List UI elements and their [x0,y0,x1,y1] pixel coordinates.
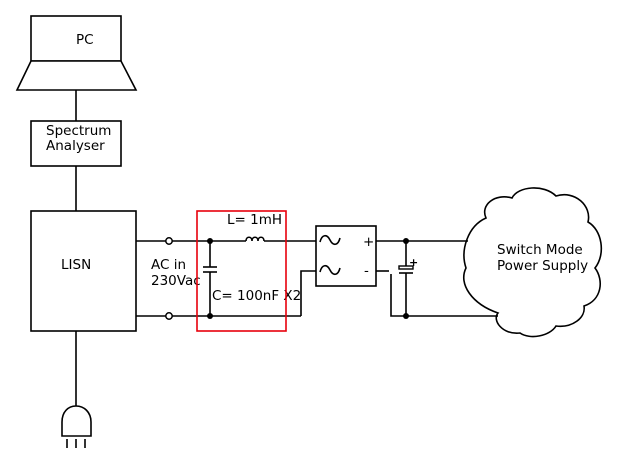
spectrum-analyser: Spectrum Analyser [30,120,122,167]
inductor-icon [245,236,316,242]
pc-keyboard-base [15,60,138,91]
spectrum-analyser-box [30,120,122,167]
lisn: LISN [30,210,137,332]
pc-screen [30,15,122,62]
pc-laptop: PC [15,15,138,91]
wire-dc-negative [390,274,498,317]
terminal-line [165,237,173,245]
mains-plug-icon [61,405,92,448]
node-dot [403,238,409,244]
capacitor-label: C= 100nF X2 [212,288,301,304]
pc-label: PC [76,32,94,48]
smps-label-line1: Switch Mode [497,242,583,258]
filter-highlight-box [196,210,287,332]
node-dot [207,238,213,244]
node-dot [403,313,409,319]
bridge-minus-label: - [364,263,369,279]
smps-label-line2: Power Supply [497,258,588,274]
lisn-box [30,210,137,332]
smps-cloud: Switch Mode Power Supply [463,187,603,338]
bridge-rectifier: + - [315,225,377,287]
x2-capacitor-icon [203,241,217,316]
ac-tilde-icon [319,234,341,246]
terminal-neutral [165,312,173,320]
ac-input-label-line1: AC in [151,257,186,273]
capacitor-polarity-label: + [409,256,418,269]
ac-input-label-line2: 230Vac [151,273,201,289]
inductor-label: L= 1mH [227,212,282,228]
bridge-plus-label: + [363,234,374,250]
ac-tilde-icon [319,264,341,276]
node-dot [207,313,213,319]
smps-cloud-shape [463,187,603,338]
lisn-label: LISN [61,257,91,273]
spectrum-analyser-label-line2: Analyser [46,138,105,154]
wire-neutral-up-to-bridge [300,270,316,316]
electrolytic-capacitor-icon: + [398,241,418,316]
spectrum-analyser-label-line1: Spectrum [46,123,111,139]
